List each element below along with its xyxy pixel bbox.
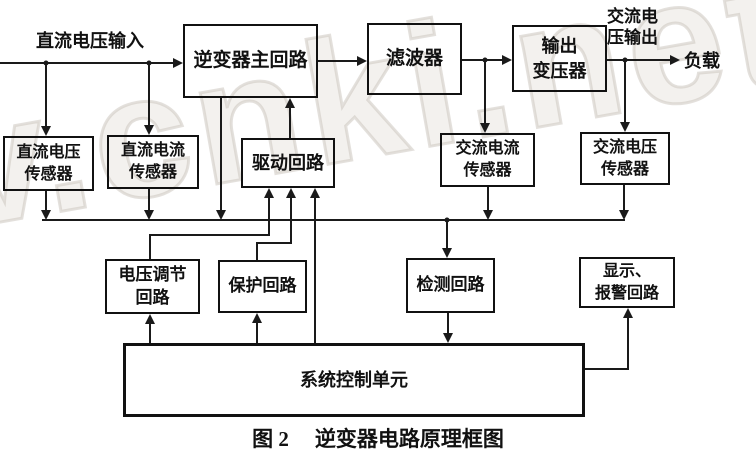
block-system-control-label: 系统控制单元 xyxy=(300,369,408,390)
ac-output-label: 交流电 压输出 xyxy=(607,6,658,49)
block-ac-current-sensor-line1: 交流电流 xyxy=(455,140,520,158)
block-dc-voltage-sensor-line1: 直流电压 xyxy=(16,143,81,161)
block-dc-voltage-sensor-line2: 传感器 xyxy=(24,165,73,183)
block-inverter-main: 逆变器主回路 xyxy=(183,24,318,98)
ac-output-label-line2: 压输出 xyxy=(607,28,658,48)
figure-number: 图 2 xyxy=(252,427,289,451)
block-output-transformer-line1: 输出 xyxy=(541,36,578,57)
figure-caption: 图 2 逆变器电路原理框图 xyxy=(0,423,756,452)
block-output-transformer: 输出 变压器 xyxy=(512,25,607,92)
block-ac-voltage-sensor-line1: 交流电压 xyxy=(592,138,657,156)
block-voltage-regulation-line2: 回路 xyxy=(135,287,170,307)
block-drive-circuit-label: 驱动回路 xyxy=(252,152,324,173)
block-ac-current-sensor: 交流电流 传感器 xyxy=(440,133,535,187)
junction-dots xyxy=(43,57,628,223)
ac-output-label-line1: 交流电 xyxy=(607,7,658,26)
block-protection: 保护回路 xyxy=(218,260,307,313)
wire-voltage-regulation-to-drive xyxy=(149,188,274,259)
block-detection: 检测回路 xyxy=(406,258,495,313)
block-protection-label: 保护回路 xyxy=(228,276,297,296)
block-ac-voltage-sensor: 交流电压 传感器 xyxy=(580,132,670,185)
block-filter: 滤波器 xyxy=(367,23,462,95)
block-voltage-regulation-line1: 电压调节 xyxy=(118,264,187,284)
wire-protection-to-drive xyxy=(256,188,296,260)
block-output-transformer-line2: 变压器 xyxy=(532,60,587,81)
block-display-alarm: 显示、 报警回路 xyxy=(579,257,675,308)
block-drive-circuit: 驱动回路 xyxy=(241,138,335,188)
block-ac-voltage-sensor-line2: 传感器 xyxy=(600,160,649,178)
block-dc-current-sensor: 直流电流 传感器 xyxy=(107,135,199,189)
block-dc-current-sensor-line1: 直流电流 xyxy=(120,142,185,160)
wire-system-control-to-display-alarm xyxy=(585,308,633,370)
block-ac-current-sensor-line2: 传感器 xyxy=(463,162,512,179)
dc-input-label: 直流电压输入 xyxy=(36,31,144,51)
block-voltage-regulation: 电压调节 回路 xyxy=(105,259,200,314)
block-inverter-main-label: 逆变器主回路 xyxy=(193,50,308,72)
figure-title: 逆变器电路原理框图 xyxy=(314,427,504,451)
block-system-control: 系统控制单元 xyxy=(123,343,585,417)
block-display-alarm-line1: 显示、 xyxy=(602,262,651,280)
block-filter-label: 滤波器 xyxy=(385,48,443,70)
load-label: 负载 xyxy=(684,51,720,71)
block-dc-voltage-sensor: 直流电压 传感器 xyxy=(3,136,94,191)
block-detection-label: 检测回路 xyxy=(416,275,485,295)
block-dc-current-sensor-line2: 传感器 xyxy=(128,164,177,181)
block-display-alarm-line2: 报警回路 xyxy=(594,284,659,302)
